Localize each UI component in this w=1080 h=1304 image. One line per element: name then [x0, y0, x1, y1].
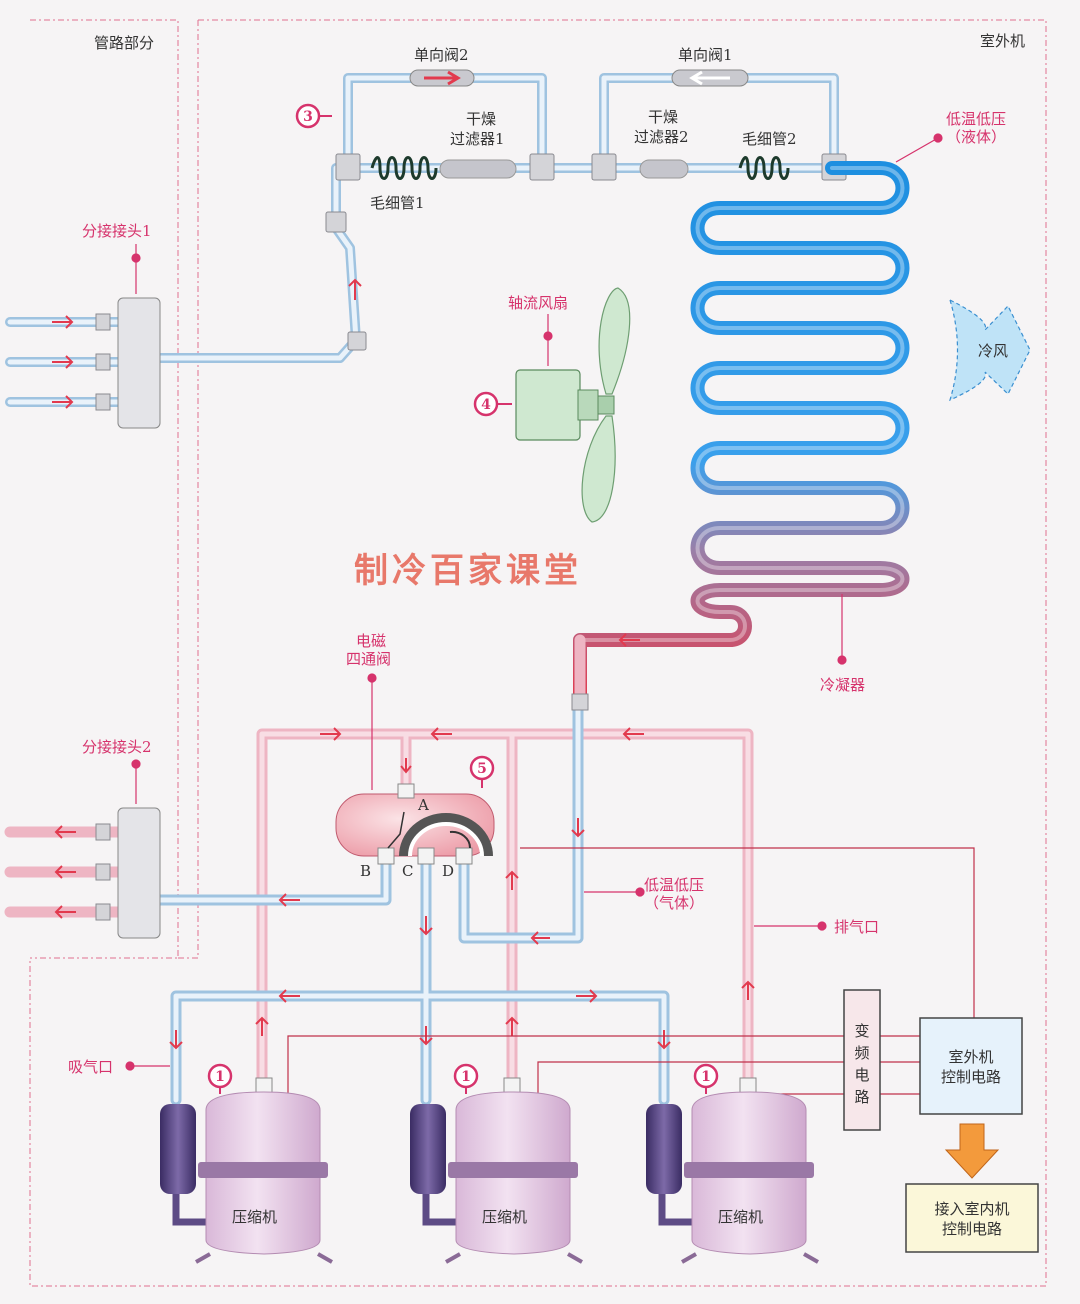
marker-5: 5 — [469, 755, 495, 788]
marker-1c: 1 — [693, 1063, 719, 1094]
four-way-valve — [335, 783, 495, 865]
low-temp-gas-label-line1: 低温低压 — [644, 876, 704, 894]
flow-arrows-lower — [54, 633, 755, 1050]
inverter-circuit-char-4: 路 — [854, 1088, 869, 1106]
splitter-2-fittings — [95, 693, 589, 921]
axial-fan — [515, 287, 631, 523]
marker-3: 3 — [295, 103, 332, 129]
compressor-2 — [410, 1077, 583, 1264]
svg-text:5: 5 — [477, 761, 487, 777]
outdoor-control-box — [919, 1017, 1023, 1115]
suction-port-label: 吸气口 — [68, 1058, 113, 1076]
capillary-2-label: 毛细管2 — [742, 130, 797, 148]
dryer-filter-1-label-line1: 干燥 — [466, 110, 496, 128]
dryer-filter-1-label-line2: 过滤器1 — [450, 130, 505, 148]
exhaust-port-label: 排气口 — [834, 918, 879, 936]
check-valve-2 — [409, 69, 475, 87]
section-pipeline-label: 管路部分 — [94, 34, 154, 52]
condenser-label: 冷凝器 — [820, 676, 865, 694]
indoor-control-label-line2: 控制电路 — [942, 1220, 1002, 1238]
outdoor-control-label-line2: 控制电路 — [941, 1068, 1001, 1086]
capillary-1 — [370, 156, 438, 180]
dryer-filter-2 — [639, 159, 689, 179]
inverter-circuit-box — [843, 989, 881, 1131]
marker-4: 4 — [473, 391, 512, 417]
svg-text:4: 4 — [481, 397, 491, 413]
flow-arrows-top — [52, 278, 362, 409]
control-wires — [287, 847, 975, 1095]
cold-wind-label: 冷风 — [978, 342, 1008, 360]
svg-text:1: 1 — [215, 1069, 225, 1085]
outdoor-control-label-line1: 室外机 — [948, 1048, 993, 1066]
splitter-2-label: 分接接头2 — [82, 738, 152, 756]
svg-text:1: 1 — [461, 1069, 471, 1085]
inverter-circuit-char-3: 电 — [854, 1066, 869, 1084]
marker-1a: 1 — [207, 1063, 233, 1094]
compressor-2-label: 压缩机 — [482, 1208, 527, 1226]
solenoid-valve-label-line2: 四通阀 — [346, 650, 391, 668]
inverter-circuit-char-2: 频 — [854, 1044, 869, 1062]
solenoid-valve-label-line1: 电磁 — [356, 632, 386, 650]
marker-1b: 1 — [453, 1063, 479, 1094]
section-outdoor-label: 室外机 — [980, 32, 1025, 50]
inverter-circuit-char-1: 变 — [854, 1022, 869, 1040]
compressor-3 — [646, 1077, 819, 1264]
dryer-filter-1 — [439, 159, 517, 179]
capillary-2 — [738, 156, 790, 180]
check-valve-1-label: 单向阀1 — [678, 46, 733, 64]
low-temp-gas-label-line2: （气体） — [644, 894, 704, 912]
dryer-filter-2-label-line2: 过滤器2 — [634, 128, 689, 146]
compressor-1 — [160, 1077, 333, 1264]
svg-text:3: 3 — [303, 109, 313, 125]
svg-text:1: 1 — [701, 1069, 711, 1085]
low-temp-liquid-label-line1: 低温低压 — [946, 110, 1006, 128]
dryer-filter-2-label-line1: 干燥 — [648, 108, 678, 126]
section-frames — [29, 19, 1047, 1287]
indoor-control-box — [905, 1183, 1039, 1253]
leader-lines — [125, 133, 943, 1071]
capillary-1-label: 毛细管1 — [370, 194, 425, 212]
port-c-label: C — [402, 862, 413, 880]
axial-fan-label: 轴流风扇 — [508, 294, 568, 312]
watermark: 制冷百家课堂 — [354, 551, 582, 591]
indoor-control-label-line1: 接入室内机 — [934, 1200, 1009, 1218]
down-arrow-icon — [944, 1123, 1000, 1179]
port-a-label: A — [417, 796, 429, 814]
splitter-1-label: 分接接头1 — [82, 222, 152, 240]
port-d-label: D — [442, 862, 454, 880]
cold-wind-arrow — [949, 298, 1031, 402]
compressor-1-label: 压缩机 — [232, 1208, 277, 1226]
condenser-coil — [573, 161, 910, 707]
check-valve-1 — [671, 69, 749, 87]
splitter-1-block — [117, 297, 161, 429]
low-temp-liquid-label-line2: （液体） — [946, 128, 1006, 146]
splitter-2-block — [117, 807, 161, 939]
check-valve-2-label: 单向阀2 — [414, 46, 469, 64]
port-b-label: B — [360, 862, 371, 880]
compressor-3-label: 压缩机 — [718, 1208, 763, 1226]
